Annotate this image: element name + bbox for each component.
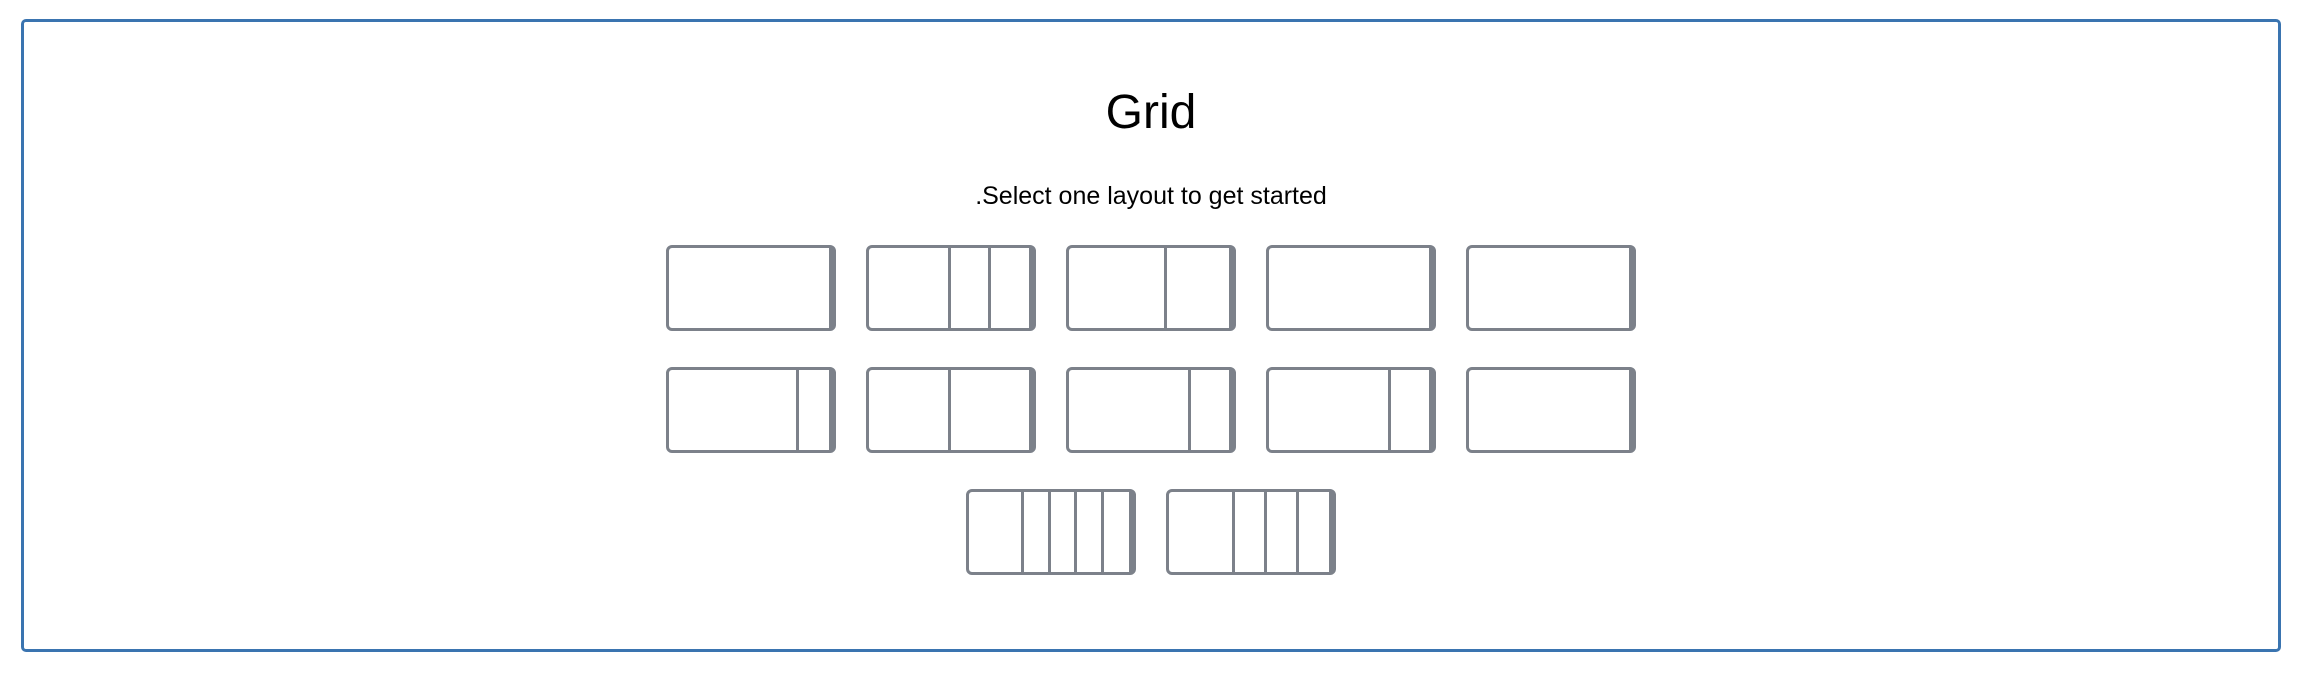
layout-row [24, 489, 2278, 575]
page-title: Grid [1105, 86, 1197, 139]
layout-options-grid [24, 245, 2278, 611]
layout-1-col-c-option[interactable] [1466, 245, 1636, 331]
layout-1-1-option[interactable] [866, 367, 1036, 453]
column-divider [1187, 370, 1191, 450]
layout-3-1-option[interactable] [1066, 367, 1236, 453]
layout-row [24, 367, 2278, 453]
column-divider [1295, 492, 1299, 572]
layout-row [24, 245, 2278, 331]
layout-2-1-1-option[interactable] [866, 245, 1036, 331]
column-divider [987, 248, 991, 328]
column-divider [1047, 492, 1051, 572]
layout-3-2-option[interactable] [1066, 245, 1236, 331]
layout-2-1-1-1-1-option[interactable] [966, 489, 1136, 575]
layout-1-col-option[interactable] [666, 245, 836, 331]
layout-2-1-1-1-option[interactable] [1166, 489, 1336, 575]
column-divider [1100, 492, 1104, 572]
column-divider [947, 248, 951, 328]
layout-picker-panel: Grid .Select one layout to get started [21, 19, 2281, 652]
layout-1-col-d-option[interactable] [1466, 367, 1636, 453]
column-divider [947, 370, 951, 450]
layout-1-col-b-option[interactable] [1266, 245, 1436, 331]
layout-3-1-b-option[interactable] [1266, 367, 1436, 453]
column-divider [1231, 492, 1235, 572]
column-divider [1387, 370, 1391, 450]
column-divider [1074, 492, 1078, 572]
column-divider [1020, 492, 1024, 572]
instruction-text: .Select one layout to get started [975, 182, 1327, 210]
layout-4-1-option[interactable] [666, 367, 836, 453]
column-divider [1163, 248, 1167, 328]
column-divider [1263, 492, 1267, 572]
column-divider [795, 370, 799, 450]
